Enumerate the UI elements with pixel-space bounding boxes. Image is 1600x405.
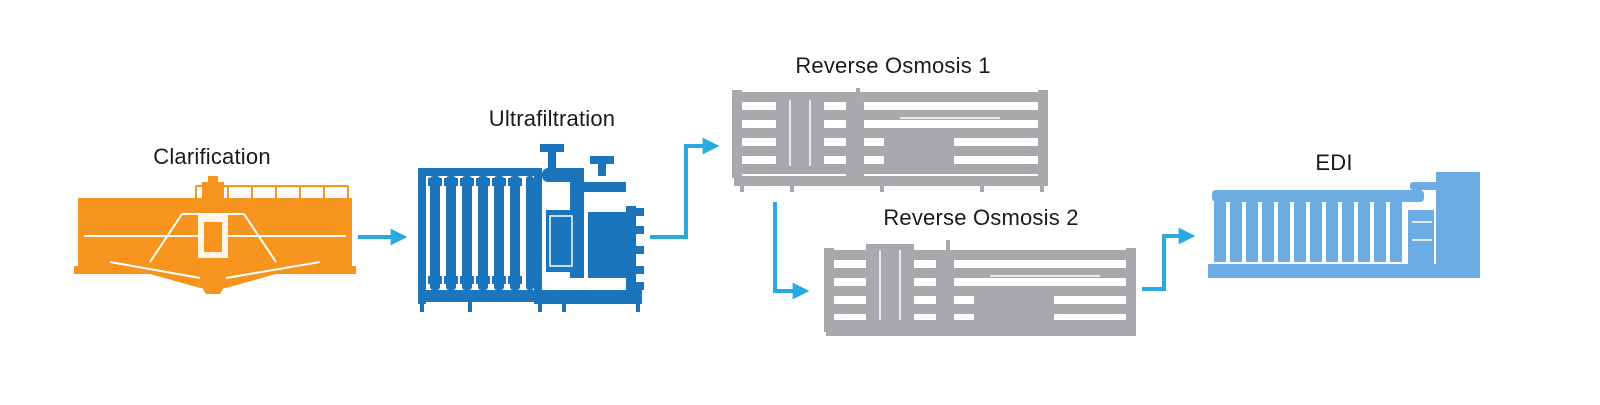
edi-illustration — [1208, 172, 1480, 278]
clarification-label: Clarification — [153, 144, 271, 169]
arrow-ro1-to-ro2 — [773, 202, 810, 300]
arrow-ro2-to-edi — [1142, 227, 1196, 291]
arrow-uf-to-ro1 — [650, 137, 720, 239]
flow-arrows — [358, 137, 1196, 300]
ultrafiltration-illustration — [418, 144, 644, 312]
reverse-osmosis-1-label: Reverse Osmosis 1 — [795, 53, 991, 78]
ultrafiltration-label: Ultrafiltration — [488, 106, 616, 131]
edi-label: EDI — [1315, 150, 1353, 175]
reverse-osmosis-1-illustration — [732, 88, 1048, 192]
reverse-osmosis-2-illustration — [824, 240, 1136, 336]
reverse-osmosis-2-label: Reverse Osmosis 2 — [883, 205, 1079, 230]
clarifier-illustration — [74, 176, 356, 294]
